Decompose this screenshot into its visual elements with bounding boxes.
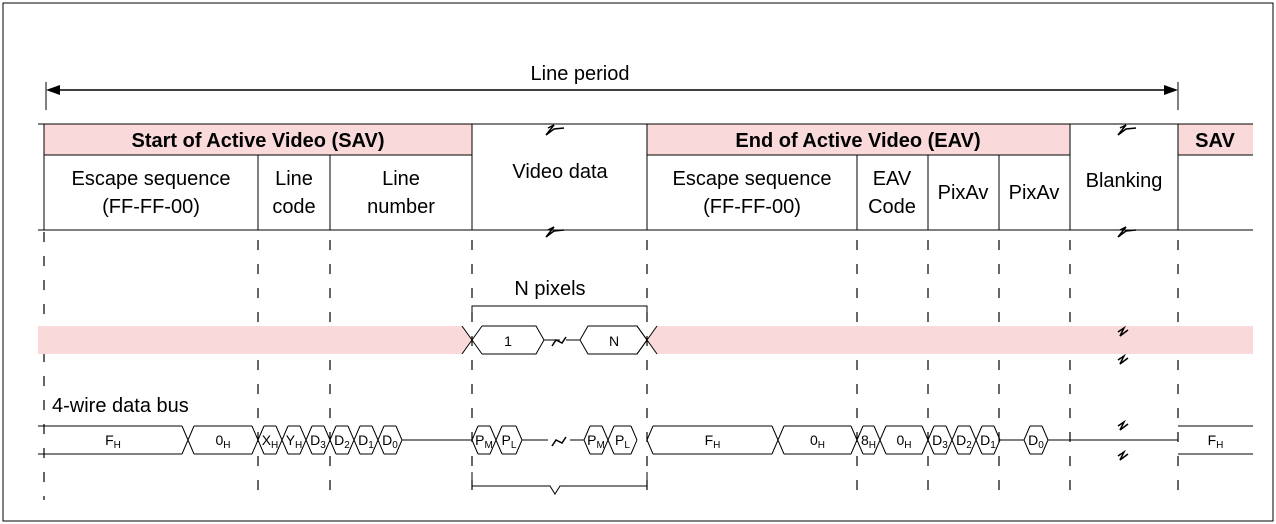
bus-segment-eav [647, 326, 1253, 354]
data-bus-word: 0H [810, 432, 825, 451]
data-bus-word: FH [1208, 432, 1224, 451]
eav-escape-value: (FF-FF-00) [703, 196, 801, 218]
header-table-lines [38, 123, 1253, 231]
data-bus-word: 0H [896, 432, 911, 451]
line-period-label: Line period [531, 63, 630, 85]
data-bus-word: PL [502, 432, 517, 451]
n-pixels-label: N pixels [514, 278, 585, 300]
data-bus-word: D2 [334, 432, 350, 451]
n-pixels-brace-top [471, 305, 648, 322]
data-bus-waveform [38, 425, 1253, 455]
data-bus-words: FH 0H XH YH D3 D2 D1 D0 PM PL PM PL FH 0H 8H 0H D3 D2 D1 D0… [105, 432, 1223, 451]
sav-escape-label: Escape sequence [71, 168, 230, 190]
data-bus-word: D0 [382, 432, 398, 451]
bus-segment-sav [38, 326, 472, 354]
pixel-last-label: N [609, 333, 619, 349]
sav-short-header: SAV [1195, 130, 1235, 152]
pixav-label-1: PixAv [938, 182, 989, 204]
bus-break-mark-bottom [1117, 353, 1129, 365]
header-break-marks [545, 124, 1137, 238]
line-number-label-1: Line [382, 168, 420, 190]
data-bus-blank-break-top [1117, 419, 1129, 431]
line-code-label-1: Line [275, 168, 313, 190]
data-bus-blank-break-bottom [1117, 449, 1129, 461]
line-code-label-2: code [272, 196, 315, 218]
data-bus-word: D1 [358, 432, 374, 451]
data-bus-word: FH [105, 432, 121, 451]
data-bus-word: YH [286, 432, 303, 451]
pixel-break-mark [551, 336, 567, 347]
arrow-right-icon [1164, 85, 1178, 95]
eav-code-label-2: Code [868, 196, 916, 218]
eav-header-fill [647, 124, 1070, 155]
pixel-first-label: 1 [504, 333, 512, 349]
sav-escape-value: (FF-FF-00) [102, 196, 200, 218]
data-bus-word: PL [615, 432, 630, 451]
data-bus-word: D2 [956, 432, 972, 451]
sav-header: Start of Active Video (SAV) [131, 130, 384, 152]
data-bus-word: 0H [215, 432, 230, 451]
data-bus-word: D0 [1028, 432, 1044, 451]
data-bus-word: D1 [980, 432, 996, 451]
dashed-guides [43, 232, 1179, 500]
blanking-label: Blanking [1086, 170, 1163, 192]
data-bus-word: FH [705, 432, 721, 451]
data-bus-path [38, 425, 1253, 455]
eav-escape-label: Escape sequence [672, 168, 831, 190]
data-bus-word: 8H [861, 432, 876, 451]
pixav-label-2: PixAv [1009, 182, 1060, 204]
sav-header-fill [44, 124, 472, 155]
data-bus-word: PM [587, 432, 605, 451]
eav-header: End of Active Video (EAV) [735, 130, 980, 152]
sav-short-header-fill [1178, 124, 1253, 155]
arrow-left-icon [46, 85, 60, 95]
data-bus-label: 4-wire data bus [52, 395, 189, 417]
n-pixels-brace-bottom [471, 472, 648, 495]
pixel-bus-lines [461, 325, 658, 355]
data-bus-word: PM [475, 432, 493, 451]
video-data-label: Video data [512, 161, 608, 183]
line-number-label-2: number [367, 196, 435, 218]
bus-break-mark-top [1117, 325, 1129, 337]
data-bus-word: D3 [932, 432, 948, 451]
data-bus-word: D3 [310, 432, 326, 451]
data-bus-word: XH [262, 432, 279, 451]
data-bus-break-mark [551, 436, 567, 447]
eav-code-label-1: EAV [873, 168, 912, 190]
